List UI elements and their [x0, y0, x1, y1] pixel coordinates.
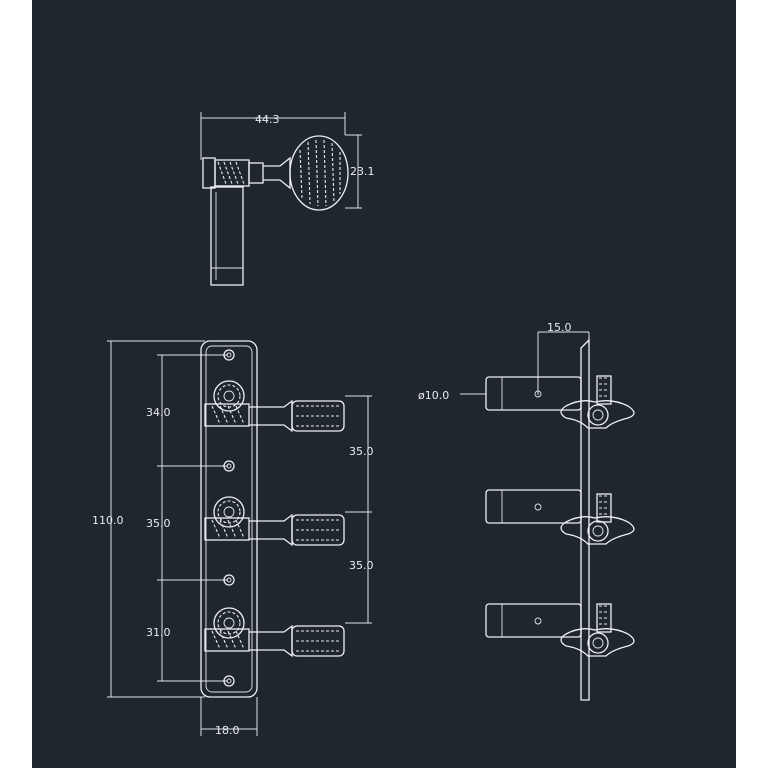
top-view-tuner: 44.3 23.1	[200, 112, 375, 286]
dim-hole-spacing-2: 35.0	[146, 517, 171, 530]
dim-post-spacing-2: 35.0	[349, 559, 374, 572]
dim-post-offset: 15.0	[547, 321, 572, 334]
drawing-background	[32, 0, 736, 768]
side-view-plate: 15.0 ø10.0	[418, 321, 635, 701]
dim-overall-length: 110.0	[92, 514, 124, 527]
dim-top-height: 23.1	[350, 165, 375, 178]
dim-top-width: 44.3	[255, 113, 280, 126]
dim-hole-spacing-3: 31.0	[146, 626, 171, 639]
front-view-plate: 110.0 34.0 35.0 31.0 35.0 35.0 18.0	[92, 340, 374, 737]
dim-post-diameter: ø10.0	[418, 389, 449, 402]
dim-hole-spacing-1: 34.0	[146, 406, 171, 419]
dim-post-spacing-1: 35.0	[349, 445, 374, 458]
dim-plate-width: 18.0	[215, 724, 240, 737]
